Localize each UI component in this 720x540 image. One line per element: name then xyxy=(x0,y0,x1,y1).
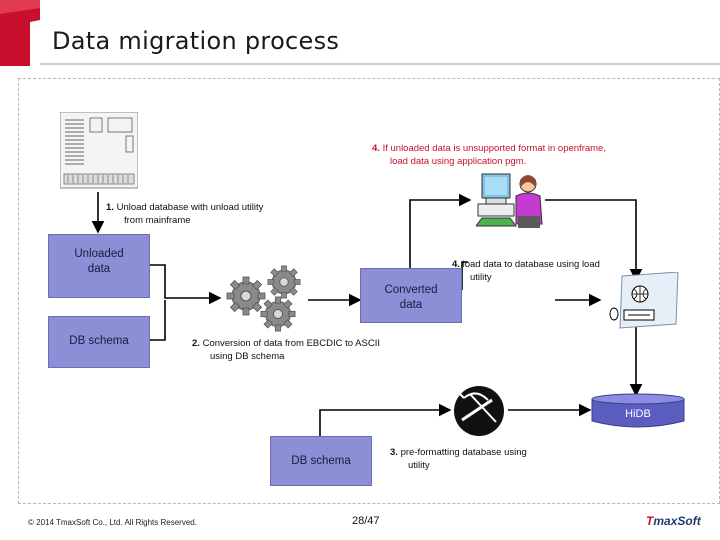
step-4-app-note: 4. If unloaded data is unsupported forma… xyxy=(372,143,606,167)
line-schema-to-preformat xyxy=(319,403,452,436)
tmaxsoft-corner-logo xyxy=(0,0,40,66)
step-1-note: 1. Unload database with unload utility f… xyxy=(106,202,264,226)
preformat-utility-icon xyxy=(454,386,504,436)
line-schema-to-gears xyxy=(150,300,166,341)
hidb-label: HiDB xyxy=(625,408,651,420)
step-3-note: 3. pre-formatting database using utility xyxy=(390,447,527,471)
title-divider xyxy=(40,63,720,65)
page-title: Data migration process xyxy=(52,27,340,55)
pc-user-icon xyxy=(476,173,543,228)
gears-icon xyxy=(226,265,301,332)
tmaxsoft-logo: TmaxSoft xyxy=(646,514,701,528)
page-number: 28/47 xyxy=(352,515,380,527)
line-converted-to-loader xyxy=(461,261,468,290)
line-pc-to-server xyxy=(545,199,643,282)
step-4-load-note: 4. load data to database using load util… xyxy=(452,259,600,283)
line-converted-to-pc xyxy=(409,193,472,268)
mainframe-icon xyxy=(60,112,138,189)
step-2-note: 2. Conversion of data from EBCDIC to ASC… xyxy=(192,338,380,362)
db-schema-preformat-box: DB schema xyxy=(270,436,372,486)
server-icon xyxy=(609,272,679,329)
line-unloaded-to-gears xyxy=(150,264,222,305)
copyright-text: © 2014 TmaxSoft Co., Ltd. All Rights Res… xyxy=(28,518,197,527)
db-schema-source-box: DB schema xyxy=(48,316,150,368)
hidb-database-icon xyxy=(591,393,685,428)
